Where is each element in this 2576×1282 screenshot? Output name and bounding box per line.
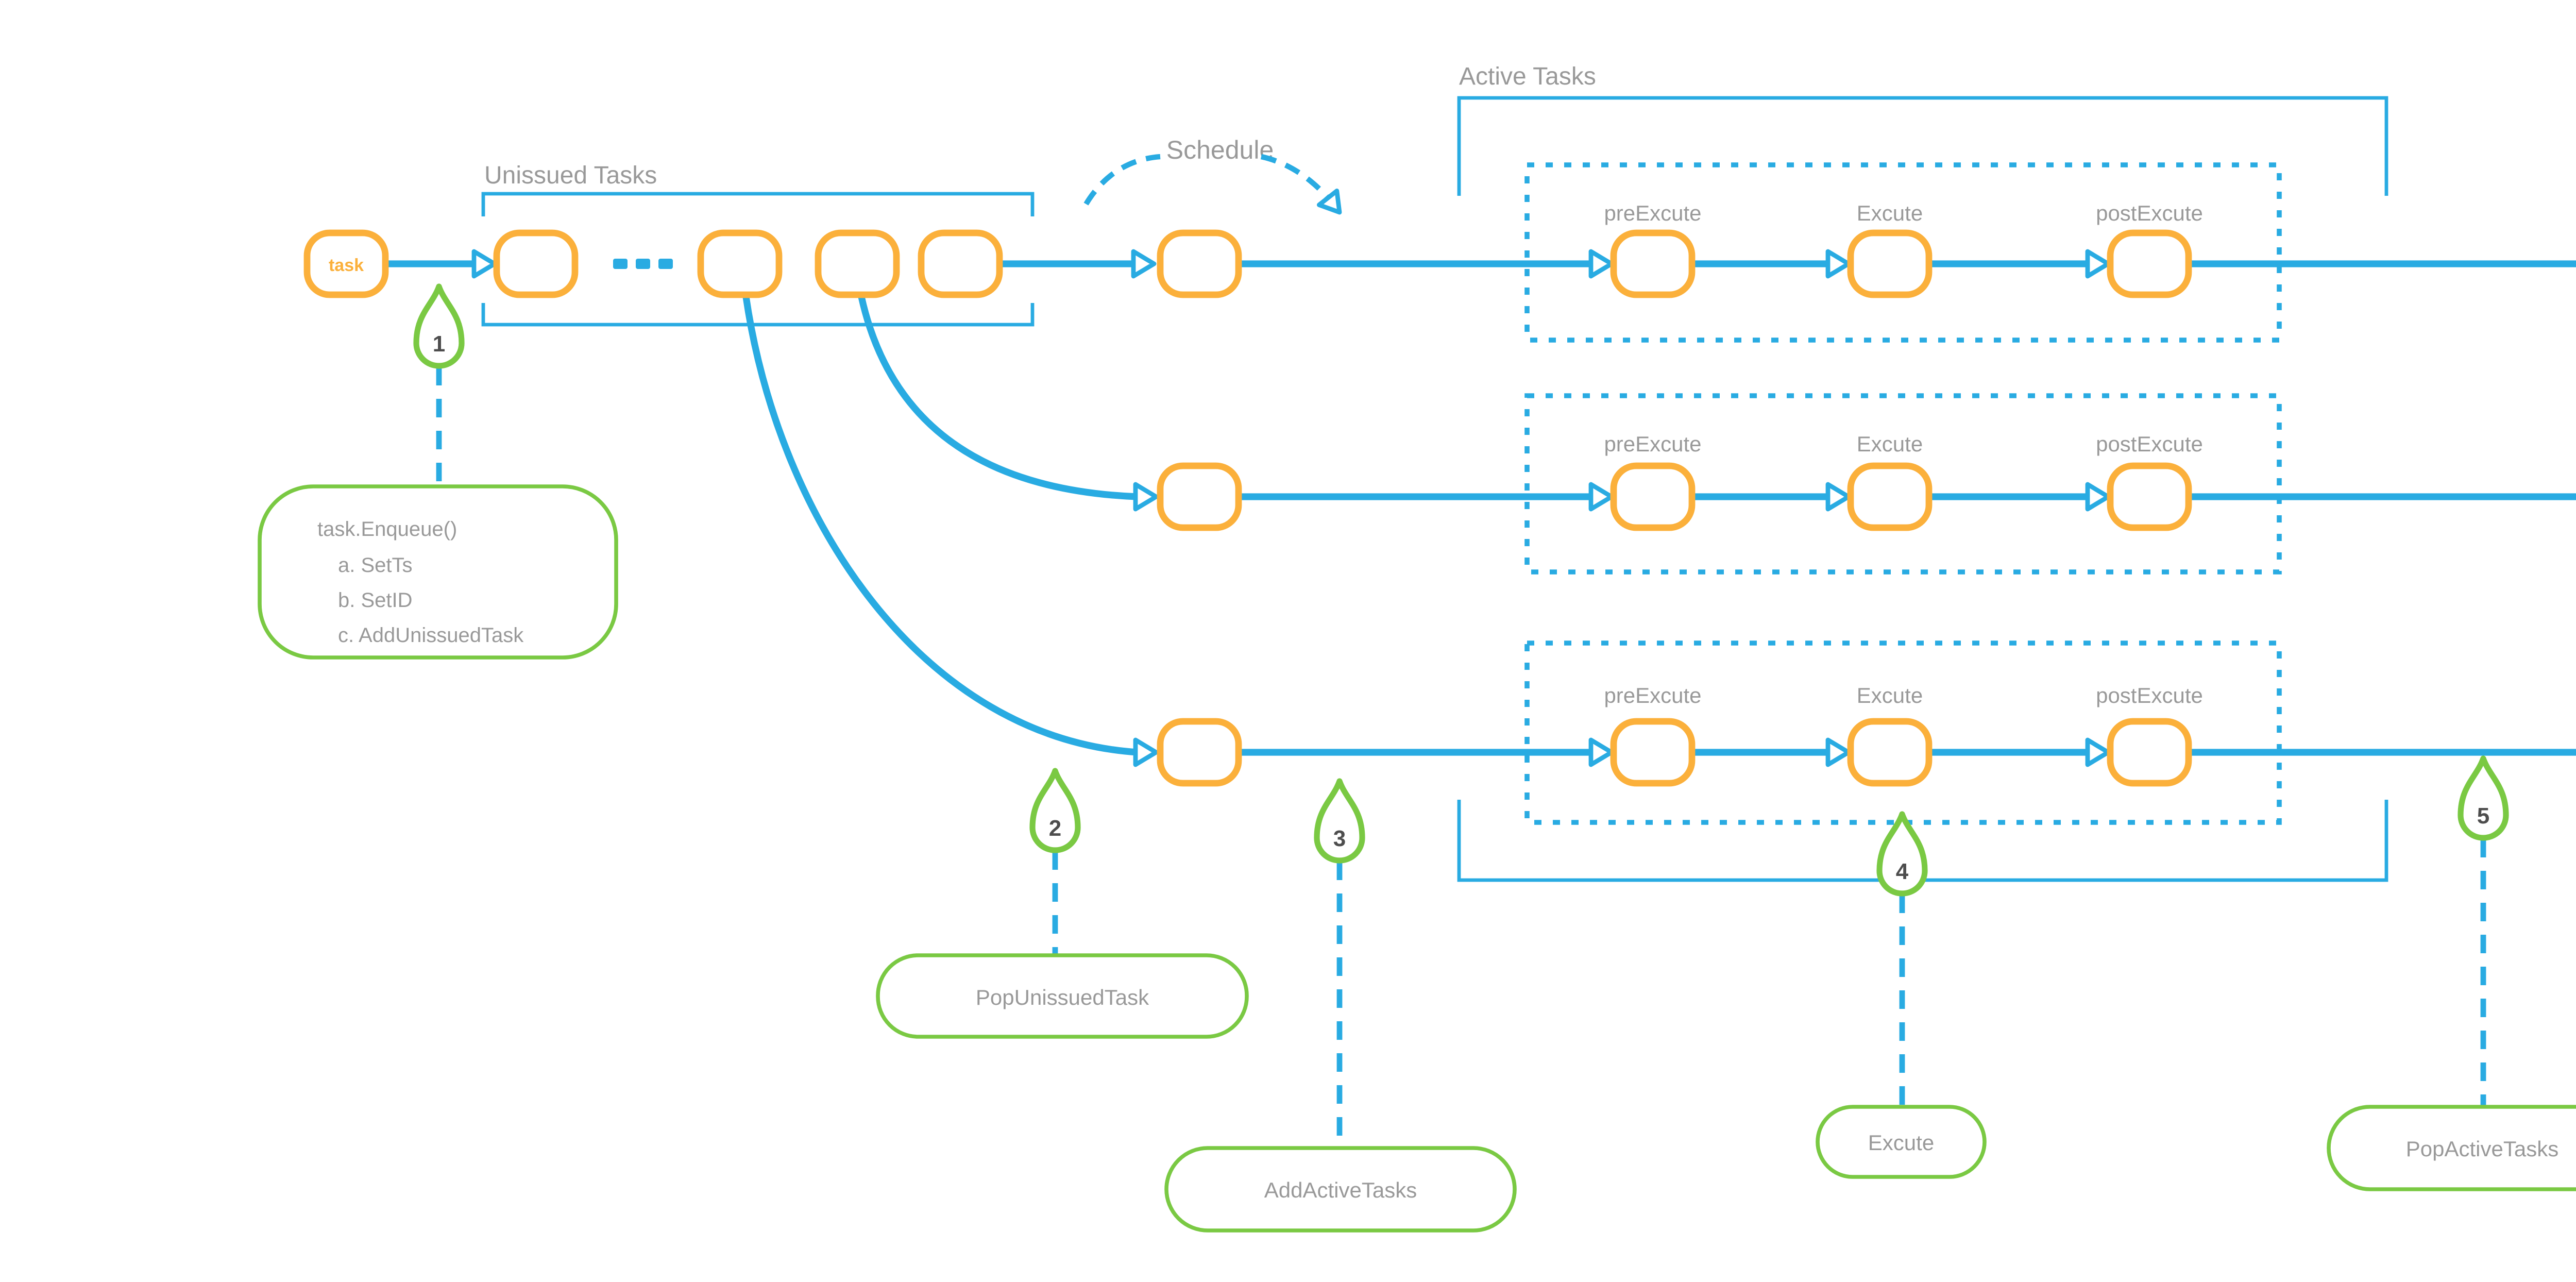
enqueue-line-2: a. SetTs bbox=[338, 554, 413, 577]
preexcute-label-row1: preExcute bbox=[1604, 201, 1701, 225]
preexcute-node-row2 bbox=[1610, 462, 1696, 531]
unissued-node-2 bbox=[697, 229, 783, 298]
pop-active-label: PopActiveTasks bbox=[2406, 1137, 2558, 1161]
unissued-bracket-bottom bbox=[481, 303, 1035, 327]
excute-callout: Excute bbox=[1816, 1105, 1987, 1179]
arrowheads-row2-icon bbox=[1133, 482, 2111, 512]
add-active-label: AddActiveTasks bbox=[1264, 1178, 1417, 1202]
enqueue-line-3: b. SetID bbox=[338, 589, 413, 612]
unissued-node-4 bbox=[918, 229, 1003, 298]
preexcute-node-row3 bbox=[1610, 718, 1696, 787]
active-tasks-label: Active Tasks bbox=[1459, 63, 1596, 90]
preexcute-label-row3: preExcute bbox=[1604, 683, 1701, 707]
schedule-node-row3 bbox=[1157, 718, 1242, 787]
stage-labels-row1: preExcute Excute postExcute bbox=[1604, 201, 2202, 225]
add-active-callout: AddActiveTasks bbox=[1164, 1146, 1517, 1233]
marker-5-icon: 5 bbox=[2458, 755, 2509, 841]
active-box-row3 bbox=[1524, 640, 2282, 825]
excute-callout-label: Excute bbox=[1868, 1131, 1934, 1155]
schedule-node-row1 bbox=[1157, 229, 1242, 298]
schedule-label: Schedule bbox=[1166, 136, 1274, 164]
excute-label-row3: Excute bbox=[1857, 683, 1923, 707]
schedule-hop-arc-left bbox=[1083, 154, 1161, 206]
unissued-node-3 bbox=[815, 229, 900, 298]
postexcute-label-row1: postExcute bbox=[2096, 201, 2203, 225]
arrowheads-row1-icon bbox=[471, 249, 2111, 279]
enqueue-line-4: c. AddUnissuedTask bbox=[338, 624, 524, 647]
active-box-row2 bbox=[1524, 393, 2282, 575]
preexcute-node-row1 bbox=[1610, 229, 1696, 298]
svg-text:1: 1 bbox=[433, 331, 445, 357]
excute-label-row1: Excute bbox=[1857, 201, 1923, 225]
marker-3-icon: 3 bbox=[1314, 778, 1365, 864]
queue-ellipsis-icon bbox=[613, 259, 673, 269]
svg-text:5: 5 bbox=[2477, 803, 2489, 829]
postexcute-node-row1 bbox=[2107, 229, 2192, 298]
active-bracket-top bbox=[1457, 96, 2388, 196]
schedule-hop-arrowhead-icon bbox=[1317, 189, 1342, 215]
dispatch-curve-row3 bbox=[742, 296, 1138, 756]
marker-4-icon: 4 bbox=[1876, 811, 1928, 897]
postexcute-label-row3: postExcute bbox=[2096, 683, 2203, 707]
enqueue-line-1: task.Enqueue() bbox=[317, 518, 457, 541]
marker-2-icon: 2 bbox=[1029, 768, 1081, 853]
task-node-label: task bbox=[329, 256, 364, 275]
unissued-node-1 bbox=[493, 229, 579, 298]
svg-text:3: 3 bbox=[1333, 826, 1346, 851]
postexcute-label-row2: postExcute bbox=[2096, 432, 2203, 456]
excute-label-row2: Excute bbox=[1857, 432, 1923, 456]
unissued-bracket-top bbox=[481, 192, 1035, 216]
pop-unissued-callout: PopUnissuedTask bbox=[876, 953, 1249, 1039]
postexcute-node-row3 bbox=[2107, 718, 2192, 787]
schedule-node-row2 bbox=[1157, 462, 1242, 531]
pop-active-callout: PopActiveTasks bbox=[2327, 1105, 2576, 1191]
excute-node-row1 bbox=[1847, 229, 1933, 298]
active-box-row1 bbox=[1524, 162, 2282, 343]
stage-labels-row2: preExcute Excute postExcute bbox=[1604, 432, 2202, 456]
marker-1-icon: 1 bbox=[413, 283, 465, 369]
schedule-hop-arc-right bbox=[1260, 154, 1334, 204]
enqueue-callout: task.Enqueue() a. SetTs b. SetID c. AddU… bbox=[258, 484, 618, 660]
task-node bbox=[303, 229, 389, 298]
dispatch-curve-row2 bbox=[858, 296, 1138, 500]
svg-text:2: 2 bbox=[1049, 816, 1061, 841]
excute-node-row2 bbox=[1847, 462, 1933, 531]
svg-text:4: 4 bbox=[1896, 859, 1909, 884]
arrowheads-row3-icon bbox=[1133, 737, 2111, 767]
postexcute-node-row2 bbox=[2107, 462, 2192, 531]
excute-node-row3 bbox=[1847, 718, 1933, 787]
stage-labels-row3: preExcute Excute postExcute bbox=[1604, 683, 2202, 707]
unissued-tasks-label: Unissued Tasks bbox=[484, 162, 657, 189]
preexcute-label-row2: preExcute bbox=[1604, 432, 1701, 456]
pop-unissued-label: PopUnissuedTask bbox=[976, 985, 1149, 1009]
